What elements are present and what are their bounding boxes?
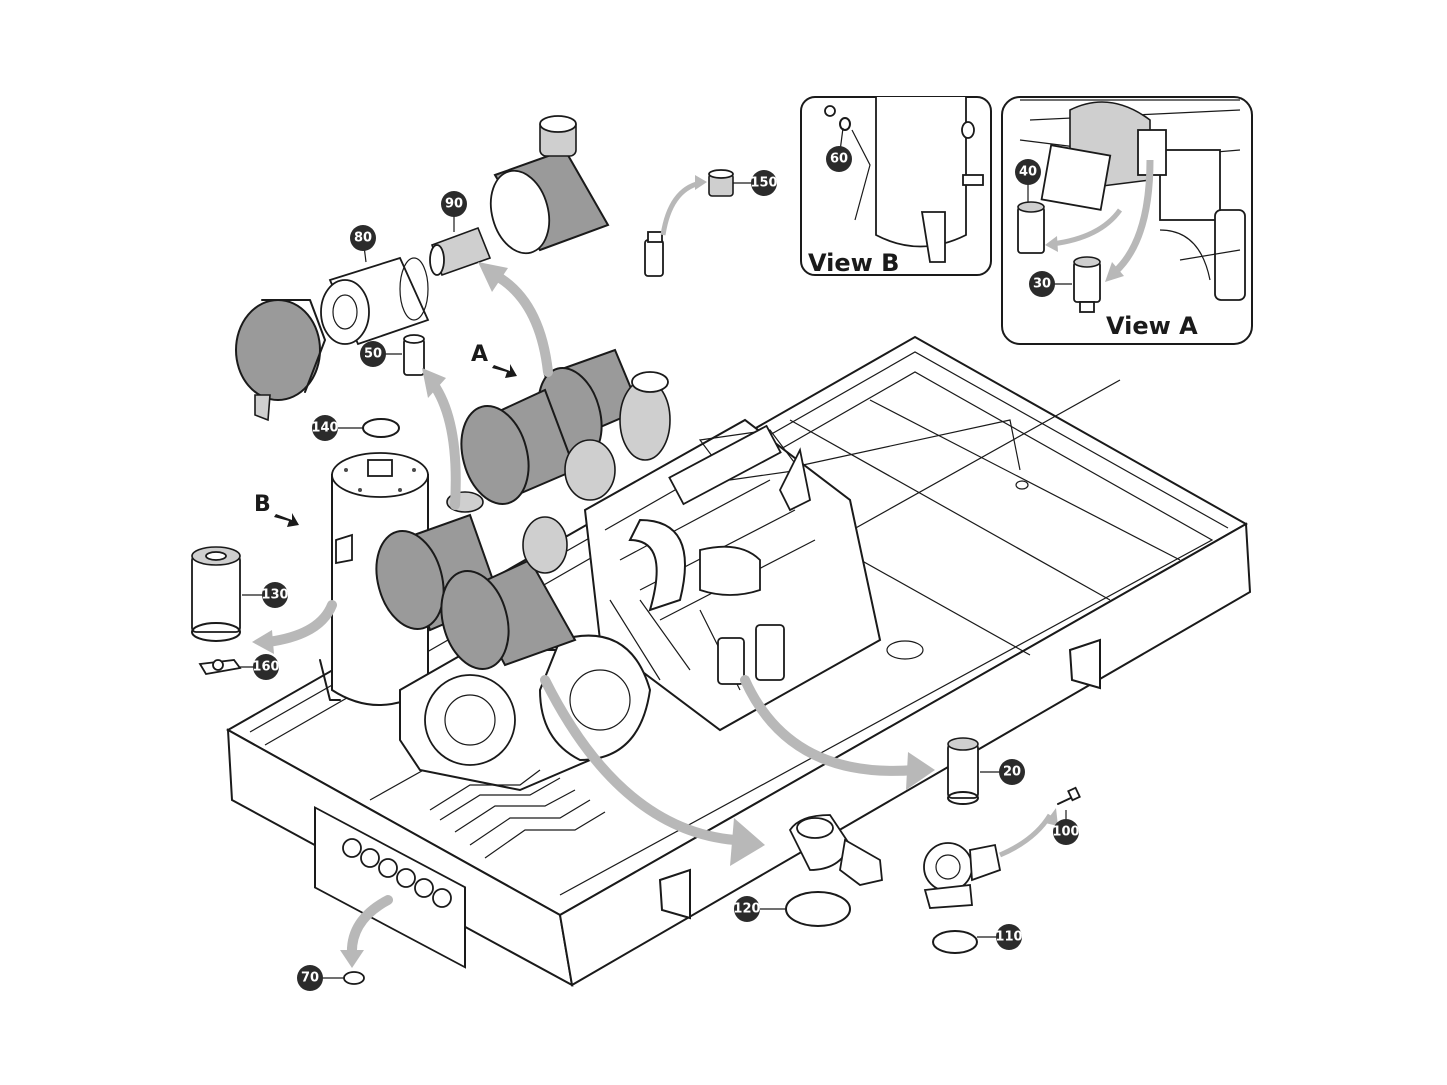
svg-text:40: 40	[1019, 165, 1037, 180]
seal-70	[343, 971, 365, 985]
callout-20: 20	[999, 759, 1025, 785]
oil-filter-20	[947, 737, 979, 805]
view-a-inset: View A	[1001, 96, 1253, 345]
callout-130: 130	[261, 582, 289, 608]
o-ring-110	[932, 930, 978, 954]
piping-bundle	[429, 769, 606, 859]
callout-110: 110	[995, 924, 1023, 950]
o-ring-140	[362, 418, 400, 438]
svg-text:20: 20	[1003, 765, 1021, 780]
drain-valve-bank	[342, 838, 452, 908]
intake-valve-120	[788, 814, 883, 886]
callout-30: 30	[1029, 271, 1055, 297]
flow-arrows	[252, 159, 1154, 968]
primary-filter-element	[320, 256, 430, 346]
svg-text:160: 160	[252, 660, 279, 675]
small-filter-element	[403, 334, 425, 376]
svg-text:80: 80	[354, 231, 372, 246]
callout-80: 80	[350, 225, 376, 251]
svg-text:70: 70	[301, 971, 319, 986]
view-b-arrow-letter: B	[254, 492, 271, 517]
callout-160: 160	[252, 654, 280, 680]
bolt-100	[1057, 786, 1081, 805]
svg-text:130: 130	[261, 588, 288, 603]
view-b-direction: B	[254, 492, 299, 527]
svg-text:110: 110	[995, 930, 1022, 945]
callout-70: 70	[297, 965, 323, 991]
callout-150: 150	[750, 170, 778, 196]
pressure-sensor	[644, 231, 664, 277]
svg-text:50: 50	[364, 347, 382, 362]
view-a-direction: A	[471, 342, 517, 378]
svg-text:150: 150	[750, 176, 777, 191]
svg-text:140: 140	[311, 421, 338, 436]
svg-text:90: 90	[445, 197, 463, 212]
svg-text:120: 120	[733, 902, 760, 917]
o-ring-120	[785, 891, 851, 927]
air-cleaner-housing	[489, 115, 610, 255]
callout-60: 60	[826, 146, 852, 172]
callout-100: 100	[1052, 819, 1080, 845]
svg-text:100: 100	[1052, 825, 1079, 840]
air-cleaner-installed	[375, 348, 671, 671]
view-b-label: View B	[808, 249, 899, 277]
callout-120: 120	[733, 896, 761, 922]
callout-markers: 20 30 40 50 60 70 80 90 100 110 120 130 …	[240, 127, 1080, 991]
svg-text:30: 30	[1033, 277, 1051, 292]
callout-40: 40	[1015, 159, 1041, 185]
callout-90: 90	[441, 191, 467, 217]
view-a-label: View A	[1106, 312, 1198, 340]
safety-filter-element	[429, 226, 492, 277]
svg-text:60: 60	[830, 152, 848, 167]
view-b-inset: View B	[800, 96, 992, 277]
valve-housing-110	[923, 842, 1002, 909]
separator-element-130	[191, 546, 241, 642]
gasket-160	[198, 659, 242, 675]
callout-50: 50	[360, 341, 386, 367]
air-cleaner-end-cap	[235, 299, 326, 422]
small-cartridge-150	[708, 169, 734, 197]
callout-140: 140	[311, 415, 339, 441]
view-a-arrow-letter: A	[471, 342, 488, 367]
